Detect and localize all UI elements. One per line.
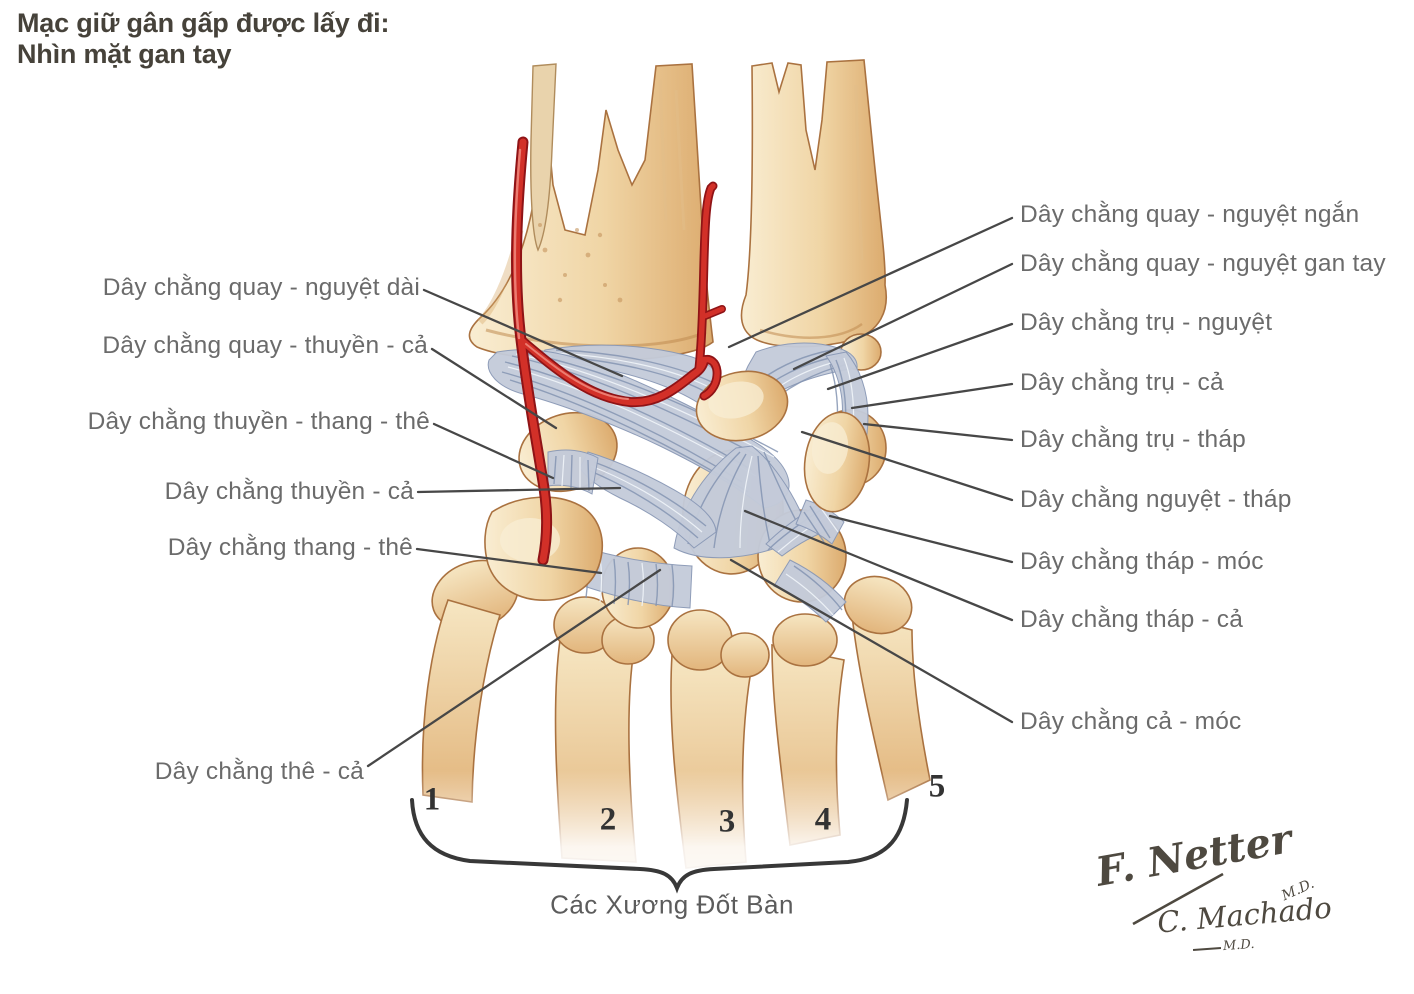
leader-thang-the: [415, 547, 603, 575]
trapezoid-band: [571, 544, 693, 609]
leader-thuyen-ca: [416, 486, 622, 494]
radius-tendon-fragment: [530, 63, 557, 252]
ligaments: [487, 342, 869, 623]
label-thang-the: Dây chằng thang - thê: [167, 534, 413, 561]
label-quay-nguyet-ngan: Dây chằng quay - nguyệt ngắn: [1020, 201, 1360, 228]
plate-title: Mạc giữ gân gấp được lấy đi: Nhìn mặt ga…: [17, 8, 389, 71]
label-thuyen-thang-the: Dây chằng thuyền - thang - thê: [87, 408, 430, 435]
leader-quay-nguyet-ngan: [727, 216, 1014, 349]
label-tru-nguyet: Dây chằng trụ - nguyệt: [1020, 309, 1273, 336]
label-quay-nguyet-dai: Dây chằng quay - nguyệt dài: [102, 274, 420, 301]
bottom-fade: [395, 770, 970, 910]
plate-title-line1: Mạc giữ gân gấp được lấy đi:: [17, 8, 390, 38]
label-thuyen-ca: Dây chằng thuyền - cả: [164, 478, 414, 505]
leader-quay-nguyet-dai: [422, 288, 624, 378]
metacarpal-caption: Các Xương Đốt Bàn: [550, 889, 794, 920]
label-quay-nguyet-gan-tay: Dây chằng quay - nguyệt gan tay: [1020, 250, 1386, 277]
artist-signatures: F. Netter M.D. C. Machado M.D.: [1085, 815, 1355, 976]
label-quay-thuyen-ca: Dây chằng quay - thuyền - cả: [102, 332, 428, 359]
metacarpal-number-3: 3: [718, 803, 736, 840]
leader-thap-moc: [828, 514, 1014, 564]
ulna-bone: [740, 59, 887, 348]
metacarpal-3-base-b: [720, 632, 770, 678]
signature-machado-degree: M.D.: [1222, 936, 1256, 955]
label-tru-ca: Dây chằng trụ - cả: [1020, 369, 1224, 396]
label-nguyet-thap: Dây chằng nguyệt - tháp: [1020, 486, 1292, 513]
radial-artery: [511, 136, 726, 566]
forearm-bones: [468, 59, 887, 362]
leader-ca-moc: [729, 558, 1014, 724]
leader-tru-nguyet: [826, 322, 1014, 391]
metacarpal-4-base: [772, 613, 838, 667]
label-ca-moc: Dây chằng cả - móc: [1020, 708, 1242, 735]
metacarpal-number-2: 2: [599, 801, 617, 838]
leader-quay-thuyen-ca: [430, 347, 558, 430]
signature-flourish: [1132, 872, 1224, 926]
metacarpal-brace: [410, 798, 909, 894]
scaphotrapezial-ligament: [547, 449, 599, 495]
plate-title-line2: Nhìn mặt gan tay: [17, 39, 232, 70]
label-thap-moc: Dây chằng tháp - móc: [1020, 548, 1264, 575]
leader-tru-thap: [862, 422, 1014, 442]
metacarpal-number-5: 5: [928, 768, 946, 805]
label-tru-thap: Dây chằng trụ - tháp: [1020, 426, 1246, 453]
metacarpal-5-base: [843, 575, 913, 635]
leader-thap-ca: [743, 509, 1014, 622]
leader-tru-ca: [850, 382, 1014, 410]
metacarpal-number-1: 1: [423, 781, 441, 818]
label-thap-ca: Dây chằng tháp - cả: [1020, 606, 1244, 633]
leader-nguyet-thap: [800, 430, 1014, 502]
leader-thuyen-thang-the: [432, 422, 555, 480]
leader-lines: [366, 216, 1014, 768]
label-the-ca: Dây chằng thê - cả: [154, 758, 364, 785]
leader-quay-nguyet-gan-tay: [792, 262, 1014, 371]
metacarpal-number-4: 4: [814, 801, 832, 838]
leader-the-ca: [366, 568, 662, 768]
